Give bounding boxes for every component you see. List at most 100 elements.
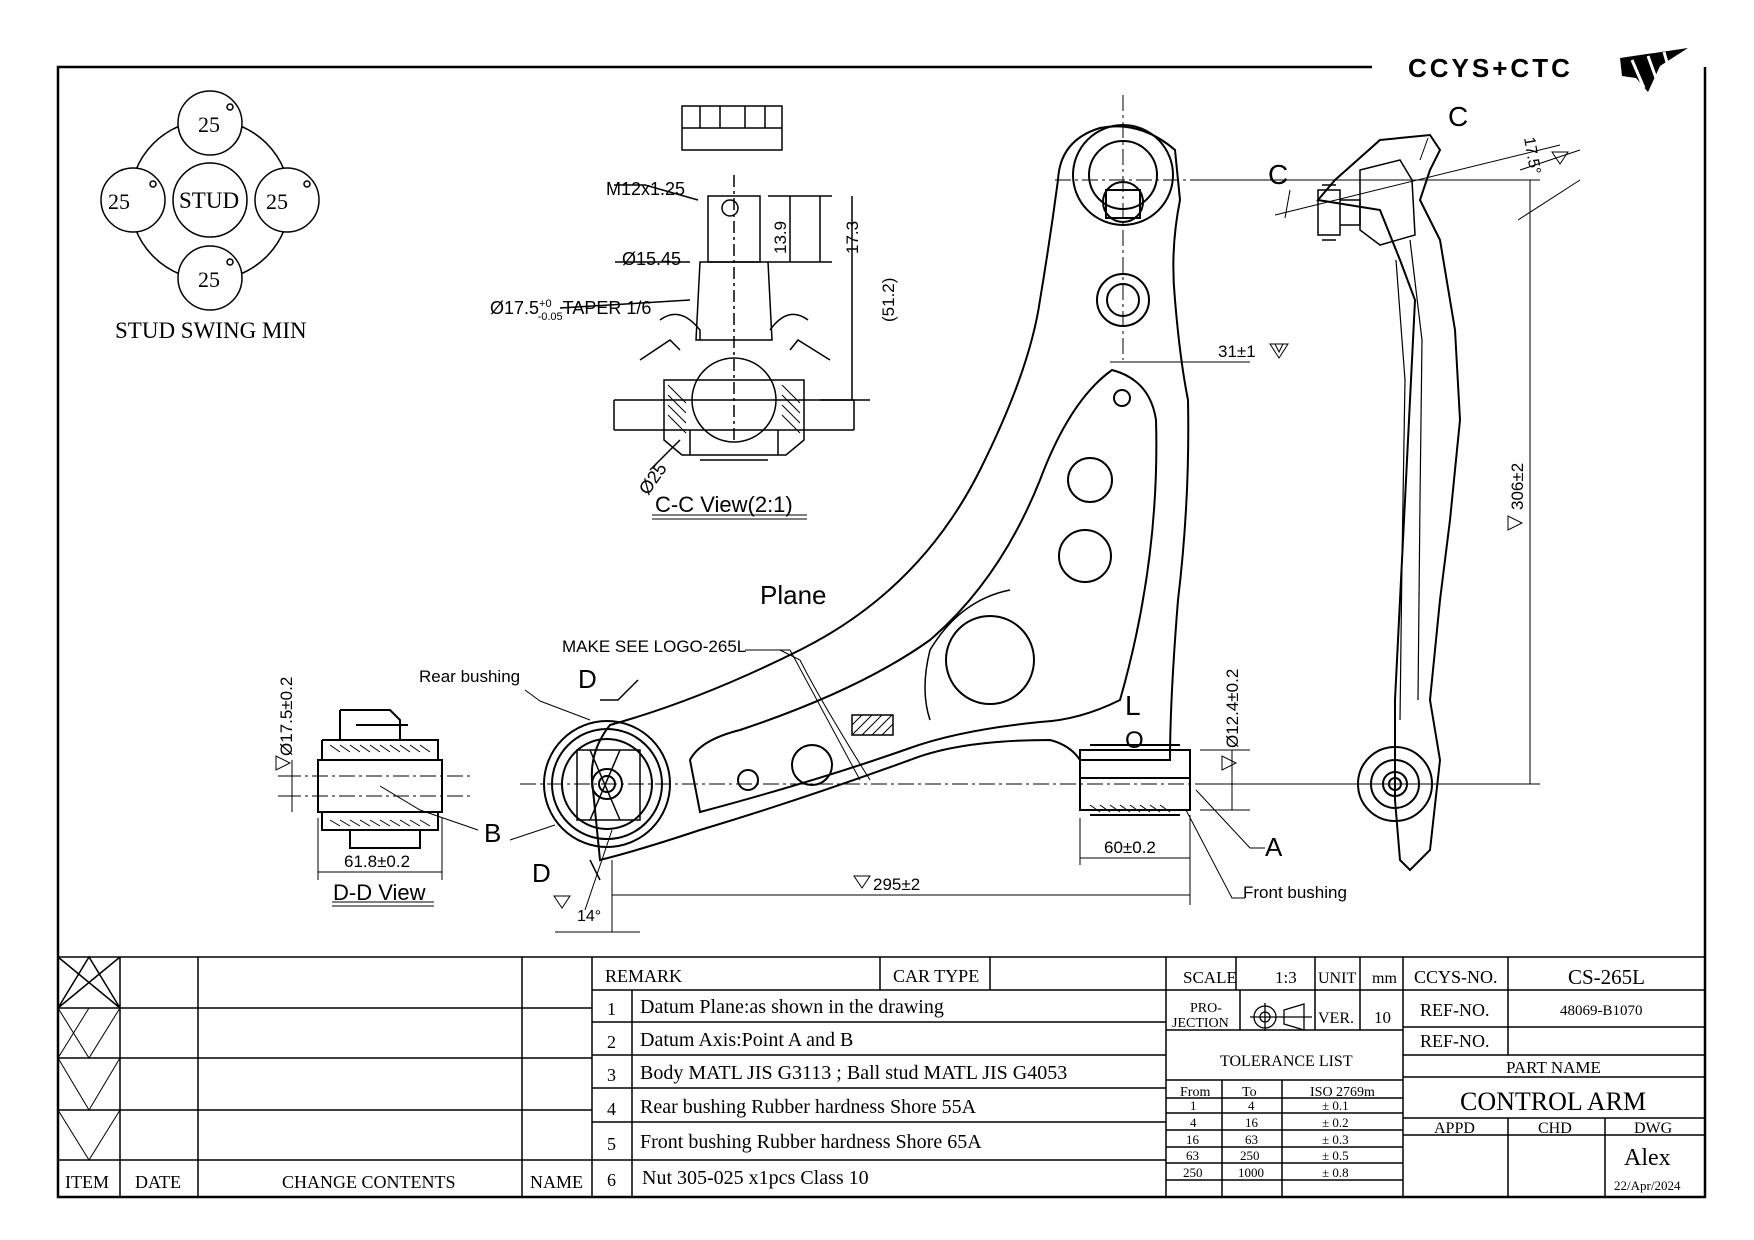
tol-to: 16 <box>1245 1115 1259 1130</box>
remark-no: 2 <box>607 1032 616 1052</box>
datum-a-label: A <box>1265 832 1283 862</box>
tol-from: 4 <box>1190 1115 1197 1130</box>
brand-logo-text: CCYS+CTC <box>1408 53 1573 83</box>
tol-to: 4 <box>1248 1098 1255 1113</box>
tol-value: ± 0.2 <box>1322 1115 1349 1130</box>
tolerance-title: TOLERANCE LIST <box>1220 1053 1353 1070</box>
surface-finish-icon <box>1269 343 1289 359</box>
stud-swing-diagram <box>100 90 320 311</box>
dim-12-4-label: Ø12.4±0.2 <box>1223 669 1242 748</box>
section-c-left-label: C <box>1268 159 1288 190</box>
brand-logo: CCYS+CTC <box>1408 48 1688 92</box>
control-arm-side-view <box>1274 133 1581 872</box>
scale-label: SCALE <box>1183 968 1237 987</box>
unit-label: UNIT <box>1318 970 1356 987</box>
dd-section-view <box>278 709 479 907</box>
drawing-date-value: 22/Apr/2024 <box>1614 1178 1681 1193</box>
surface-finish-icon <box>275 755 292 771</box>
swing-angle-bottom: 25 <box>198 267 220 292</box>
appd-label: APPD <box>1434 1120 1475 1137</box>
surface-finish-icon <box>1221 755 1238 771</box>
tol-to: 250 <box>1240 1148 1260 1163</box>
tol-from: 1 <box>1190 1098 1197 1113</box>
dd-dim-61-8-label: 61.8±0.2 <box>344 852 410 871</box>
section-d-top-label: D <box>578 664 597 694</box>
surface-finish-icon <box>853 875 871 889</box>
remark-no: 3 <box>607 1065 616 1085</box>
dim-13-9-label: 13.9 <box>771 221 790 254</box>
remark-text: Rear bushing Rubber hardness Shore 55A <box>640 1096 977 1118</box>
control-arm-main-view <box>509 95 1540 933</box>
drawn-by-value: Alex <box>1624 1145 1671 1171</box>
surface-finish-icon <box>1551 151 1569 165</box>
dd-view-title: D-D View <box>333 880 426 905</box>
scale-value: 1:3 <box>1275 968 1297 987</box>
tol-to: 63 <box>1245 1132 1258 1147</box>
taper-spec-label: Ø17.5+0-0.05TAPER 1/6 <box>490 298 651 323</box>
ref-no-value-1: 48069-B1070 <box>1560 1003 1643 1019</box>
title-block-grid <box>57 955 1705 1197</box>
thread-spec-label: M12x1.25 <box>606 179 685 199</box>
remark-no: 5 <box>607 1134 616 1154</box>
tol-value: ± 0.5 <box>1322 1148 1349 1163</box>
dd-dim-17-5-label: Ø17.5±0.2 <box>277 677 296 756</box>
ref-no-label-1: REF-NO. <box>1420 1000 1490 1020</box>
dim-60-label: 60±0.2 <box>1104 838 1156 857</box>
ccys-no-label: CCYS-NO. <box>1414 967 1498 987</box>
tol-from: 250 <box>1183 1165 1203 1180</box>
tol-value: ± 0.3 <box>1322 1132 1349 1147</box>
dwg-label: DWG <box>1634 1120 1673 1137</box>
remark-label: REMARK <box>605 966 682 986</box>
rev-header-item: ITEM <box>65 1172 109 1192</box>
swing-center-label: STUD <box>179 188 239 213</box>
surface-finish-icon <box>553 895 571 909</box>
dim-306-label: 306±2 <box>1508 463 1527 510</box>
ccys-no-value: CS-265L <box>1568 965 1645 989</box>
tol-from: 63 <box>1186 1148 1199 1163</box>
remark-text: Body MATL JIS G3113 ; Ball stud MATL JIS… <box>640 1062 1067 1084</box>
logo-note-label: MAKE SEE LOGO-265L <box>562 637 746 656</box>
dim-17-3-label: 17.3 <box>843 221 862 254</box>
rev-header-date: DATE <box>135 1172 181 1192</box>
tolerance-rows: 1 4 ± 0.1 4 16 ± 0.2 16 63 ± 0.3 63 250 … <box>1183 1098 1349 1180</box>
side-l-label: L <box>1125 690 1141 721</box>
remark-no: 6 <box>607 1170 616 1190</box>
swing-angle-top: 25 <box>198 112 220 137</box>
swing-angle-left: 25 <box>108 189 130 214</box>
remark-text: Front bushing Rubber hardness Shore 65A <box>640 1131 982 1153</box>
rev-header-change: CHANGE CONTENTS <box>282 1172 456 1192</box>
remark-text: Nut 305-025 x1pcs Class 10 <box>642 1167 869 1189</box>
surface-finish-icon <box>1507 515 1524 531</box>
rev-header-name: NAME <box>530 1172 583 1192</box>
front-bushing-label: Front bushing <box>1243 883 1347 902</box>
ver-label: VER. <box>1318 1010 1354 1027</box>
drawing-border <box>56 65 1707 1199</box>
car-type-label: CAR TYPE <box>893 966 979 986</box>
remark-text: Datum Plane:as shown in the drawing <box>640 996 944 1018</box>
part-name-label: PART NAME <box>1506 1058 1601 1077</box>
tol-header-to: To <box>1242 1085 1257 1100</box>
projection-symbol-icon <box>1250 1003 1312 1031</box>
remark-no: 4 <box>607 1099 616 1119</box>
tol-value: ± 0.8 <box>1322 1165 1349 1180</box>
stud-swing-title: STUD SWING MIN <box>115 318 307 343</box>
part-name-value: CONTROL ARM <box>1460 1087 1646 1116</box>
dim-31-label: 31±1 <box>1218 342 1256 361</box>
cc-view-title: C-C View(2:1) <box>655 492 793 517</box>
ref-no-label-2: REF-NO. <box>1420 1031 1490 1051</box>
remark-text: Datum Axis:Point A and B <box>640 1029 853 1051</box>
projection-label-1: PRO- <box>1190 1001 1222 1016</box>
datum-b-label: B <box>484 818 501 848</box>
tol-to: 1000 <box>1238 1165 1264 1180</box>
dim-295-label: 295±2 <box>873 875 920 894</box>
remark-list: 1 Datum Plane:as shown in the drawing 2 … <box>607 996 1067 1190</box>
angle-14-label: 14° <box>577 908 601 925</box>
side-o-label: O <box>1125 727 1144 754</box>
plane-label: Plane <box>760 580 827 610</box>
section-c-right-label: C <box>1448 101 1468 132</box>
ver-value: 10 <box>1374 1008 1391 1027</box>
angle-17-5-label: 17.5° <box>1520 136 1543 176</box>
rear-bushing-label: Rear bushing <box>419 667 520 686</box>
tol-from: 16 <box>1186 1132 1200 1147</box>
